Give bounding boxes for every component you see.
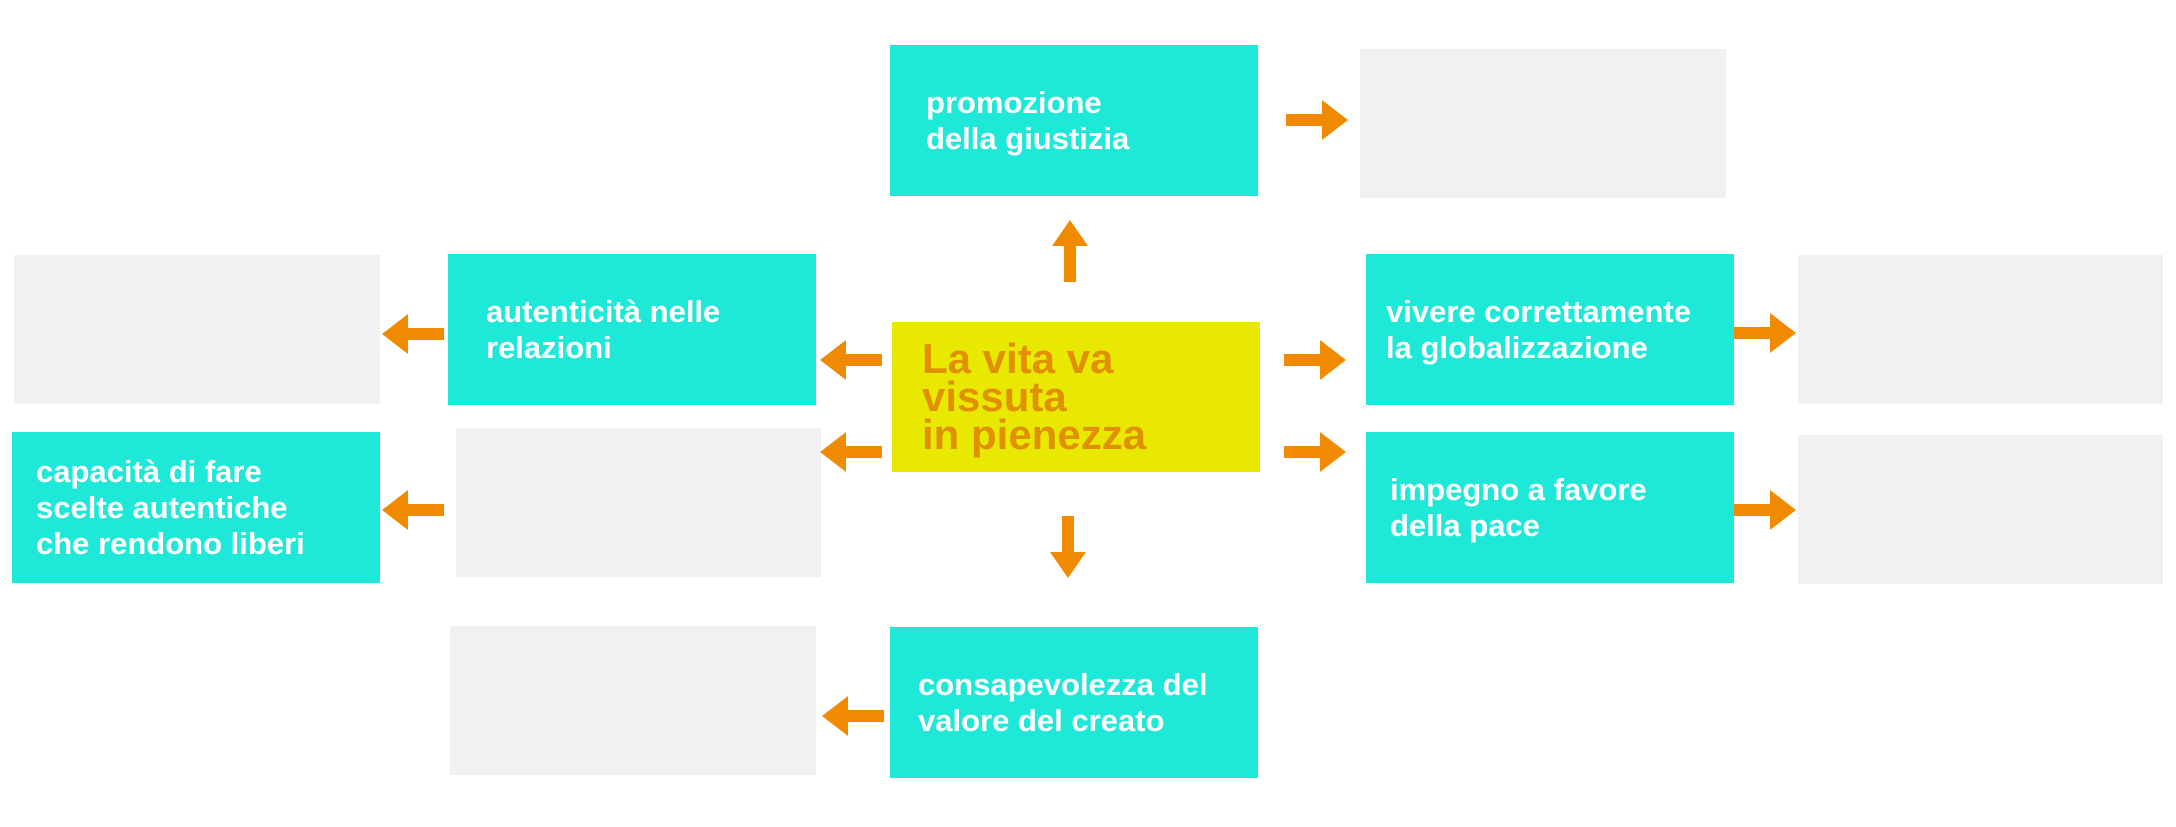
node-capacita-scelte: capacità di fare scelte autentiche che r…	[12, 432, 380, 583]
node-autenticita-relazioni-label: autenticità nelle relazioni	[486, 293, 721, 365]
arrow-right-icon	[1284, 340, 1346, 380]
node-impegno-pace-label: impegno a favore della pace	[1390, 471, 1647, 543]
blank-box-giustizia	[1360, 49, 1726, 198]
node-vivere-globalizzazione-label: vivere correttamente la globalizzazione	[1386, 293, 1691, 365]
blank-box-scelte	[456, 428, 821, 577]
central-topic-box: La vita va vissuta in pienezza	[892, 322, 1260, 472]
node-autenticita-relazioni: autenticità nelle relazioni	[448, 254, 816, 405]
arrow-left-icon	[382, 490, 444, 530]
node-consapevolezza-creato: consapevolezza del valore del creato	[890, 627, 1258, 778]
central-topic-text: La vita va vissuta in pienezza	[922, 335, 1147, 458]
arrow-up-icon	[1052, 220, 1088, 282]
arrow-left-icon	[382, 314, 444, 354]
arrow-left-icon	[820, 432, 882, 472]
node-consapevolezza-creato-label: consapevolezza del valore del creato	[918, 666, 1208, 738]
node-impegno-pace: impegno a favore della pace	[1366, 432, 1734, 583]
arrow-right-icon	[1284, 432, 1346, 472]
arrow-left-icon	[820, 340, 882, 380]
node-promozione-giustizia-label: promozione della giustizia	[926, 84, 1130, 156]
arrow-right-icon	[1286, 100, 1348, 140]
blank-box-relazioni	[14, 255, 380, 404]
arrow-down-icon	[1050, 516, 1086, 578]
arrow-right-icon	[1734, 490, 1796, 530]
blank-box-creato	[450, 626, 816, 775]
node-capacita-scelte-label: capacità di fare scelte autentiche che r…	[36, 453, 305, 561]
blank-box-globalizzazione	[1798, 255, 2163, 404]
blank-box-pace	[1798, 435, 2163, 584]
arrow-right-icon	[1734, 313, 1796, 353]
arrow-left-icon	[822, 696, 884, 736]
node-promozione-giustizia: promozione della giustizia	[890, 45, 1258, 196]
node-vivere-globalizzazione: vivere correttamente la globalizzazione	[1366, 254, 1734, 405]
